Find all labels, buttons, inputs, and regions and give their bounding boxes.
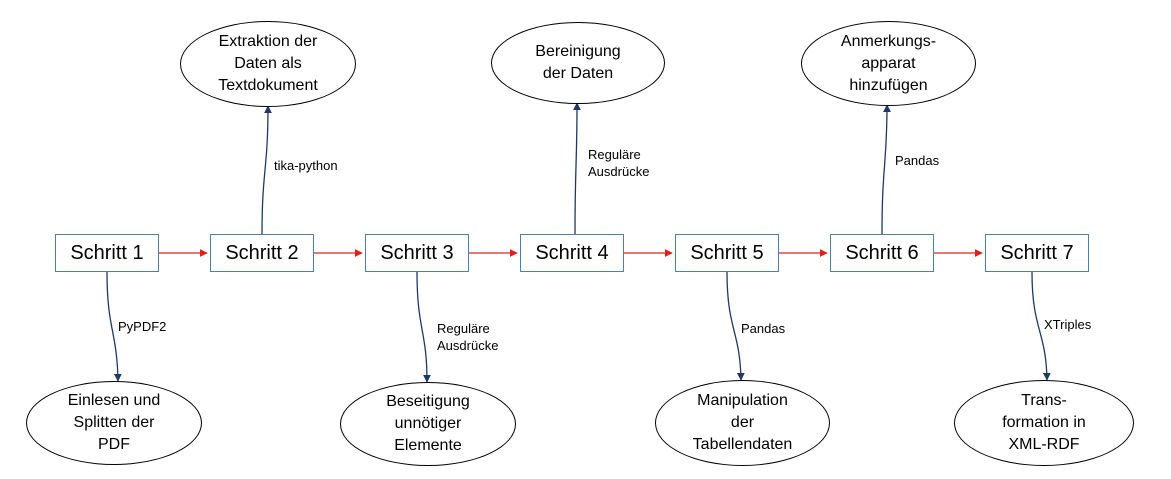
step-box-1: Schritt 1 (55, 234, 159, 272)
step-box-2: Schritt 2 (210, 234, 314, 272)
tool-connector-3 (416, 271, 431, 383)
tool-label-3: Reguläre Ausdrücke (437, 321, 499, 353)
task-ellipse-3: Beseitigung unnötiger Elemente (340, 382, 516, 466)
step-label: Schritt 5 (690, 241, 764, 264)
task-text: Bereinigung der Daten (535, 43, 621, 82)
tool-label-6: Pandas (895, 153, 940, 168)
task-text: Anmerkungs- apparat hinzufügen (840, 32, 937, 94)
task-ellipse-7: Trans- formation in XML-RDF (954, 380, 1134, 466)
step-box-4: Schritt 4 (520, 234, 624, 272)
task-ellipse-1: Einlesen und Splitten der PDF (26, 381, 202, 465)
step-label: Schritt 7 (1000, 241, 1074, 264)
step-label: Schritt 3 (380, 241, 454, 264)
step-box-5: Schritt 5 (675, 234, 779, 272)
task-text: Manipulation der Tabellendaten (692, 392, 793, 453)
task-text: Trans- formation in XML-RDF (1002, 392, 1086, 453)
task-text: Extraktion der Daten als Textdokument (218, 33, 318, 94)
task-ellipse-4: Bereinigung der Daten (491, 22, 665, 104)
tool-connector-5 (726, 271, 745, 381)
step-box-7: Schritt 7 (985, 234, 1089, 272)
step-label: Schritt 6 (845, 241, 919, 264)
task-ellipse-5: Manipulation der Tabellendaten (655, 380, 830, 466)
step-box-3: Schritt 3 (365, 234, 469, 272)
tool-connector-7 (1031, 271, 1051, 381)
tool-connector-6 (881, 104, 891, 235)
tool-label-1: PyPDF2 (118, 319, 167, 334)
tool-label-5: Pandas (741, 321, 786, 336)
task-ellipse-2: Extraktion der Daten als Textdokument (180, 21, 356, 107)
step-label: Schritt 4 (535, 241, 609, 264)
tool-connector-4 (573, 102, 581, 235)
tool-label-2: tika-python (274, 158, 338, 173)
tool-label-7: XTriples (1044, 317, 1092, 332)
task-ellipse-6: Anmerkungs- apparat hinzufügen (801, 21, 976, 106)
tool-connector-1 (106, 271, 122, 382)
tool-label-4: Reguläre Ausdrücke (588, 147, 650, 179)
step-label: Schritt 2 (225, 241, 299, 264)
step-box-6: Schritt 6 (830, 234, 934, 272)
task-text: Beseitigung unnötiger Elemente (386, 393, 470, 454)
task-text: Einlesen und Splitten der PDF (67, 392, 161, 453)
step-label: Schritt 1 (70, 241, 144, 264)
tool-connector-2 (261, 105, 272, 235)
